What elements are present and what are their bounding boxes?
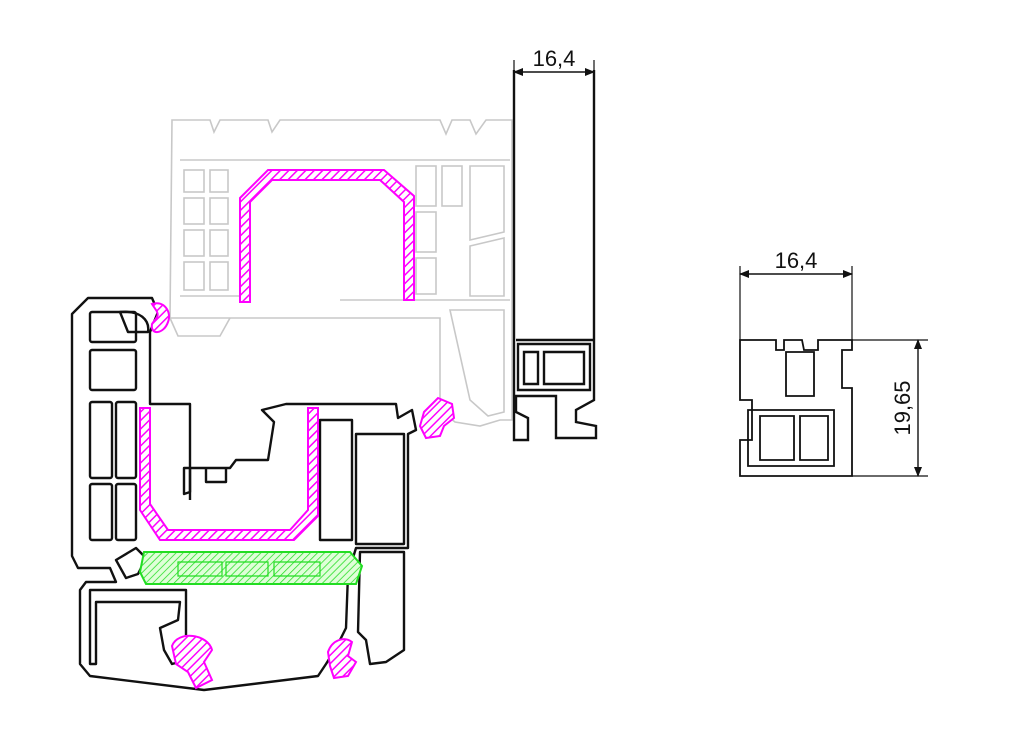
- dimension-label-right-width: 16,4: [775, 248, 818, 273]
- dimension-right-height: 19,65: [852, 339, 928, 477]
- dimension-label-top-width: 16,4: [533, 46, 576, 71]
- glazing-bead: [138, 551, 364, 585]
- gasket-top: [150, 302, 170, 333]
- sash-reinforcement-top: [239, 169, 415, 303]
- tall-spacer-profile: [512, 70, 598, 442]
- main-frame-profile: [70, 296, 418, 692]
- dimension-top-width: 16,4: [513, 46, 595, 76]
- gasket-right: [418, 396, 456, 440]
- gaskets: [150, 302, 456, 690]
- background-sash-profile: [169, 119, 513, 427]
- small-spacer-profile: [739, 339, 853, 477]
- gasket-bottom-right: [326, 638, 358, 680]
- gasket-bottom-left: [170, 635, 214, 690]
- frame-reinforcement: [139, 407, 319, 541]
- dimension-right-width: 16,4: [739, 248, 853, 340]
- dimension-label-right-height: 19,65: [890, 380, 915, 435]
